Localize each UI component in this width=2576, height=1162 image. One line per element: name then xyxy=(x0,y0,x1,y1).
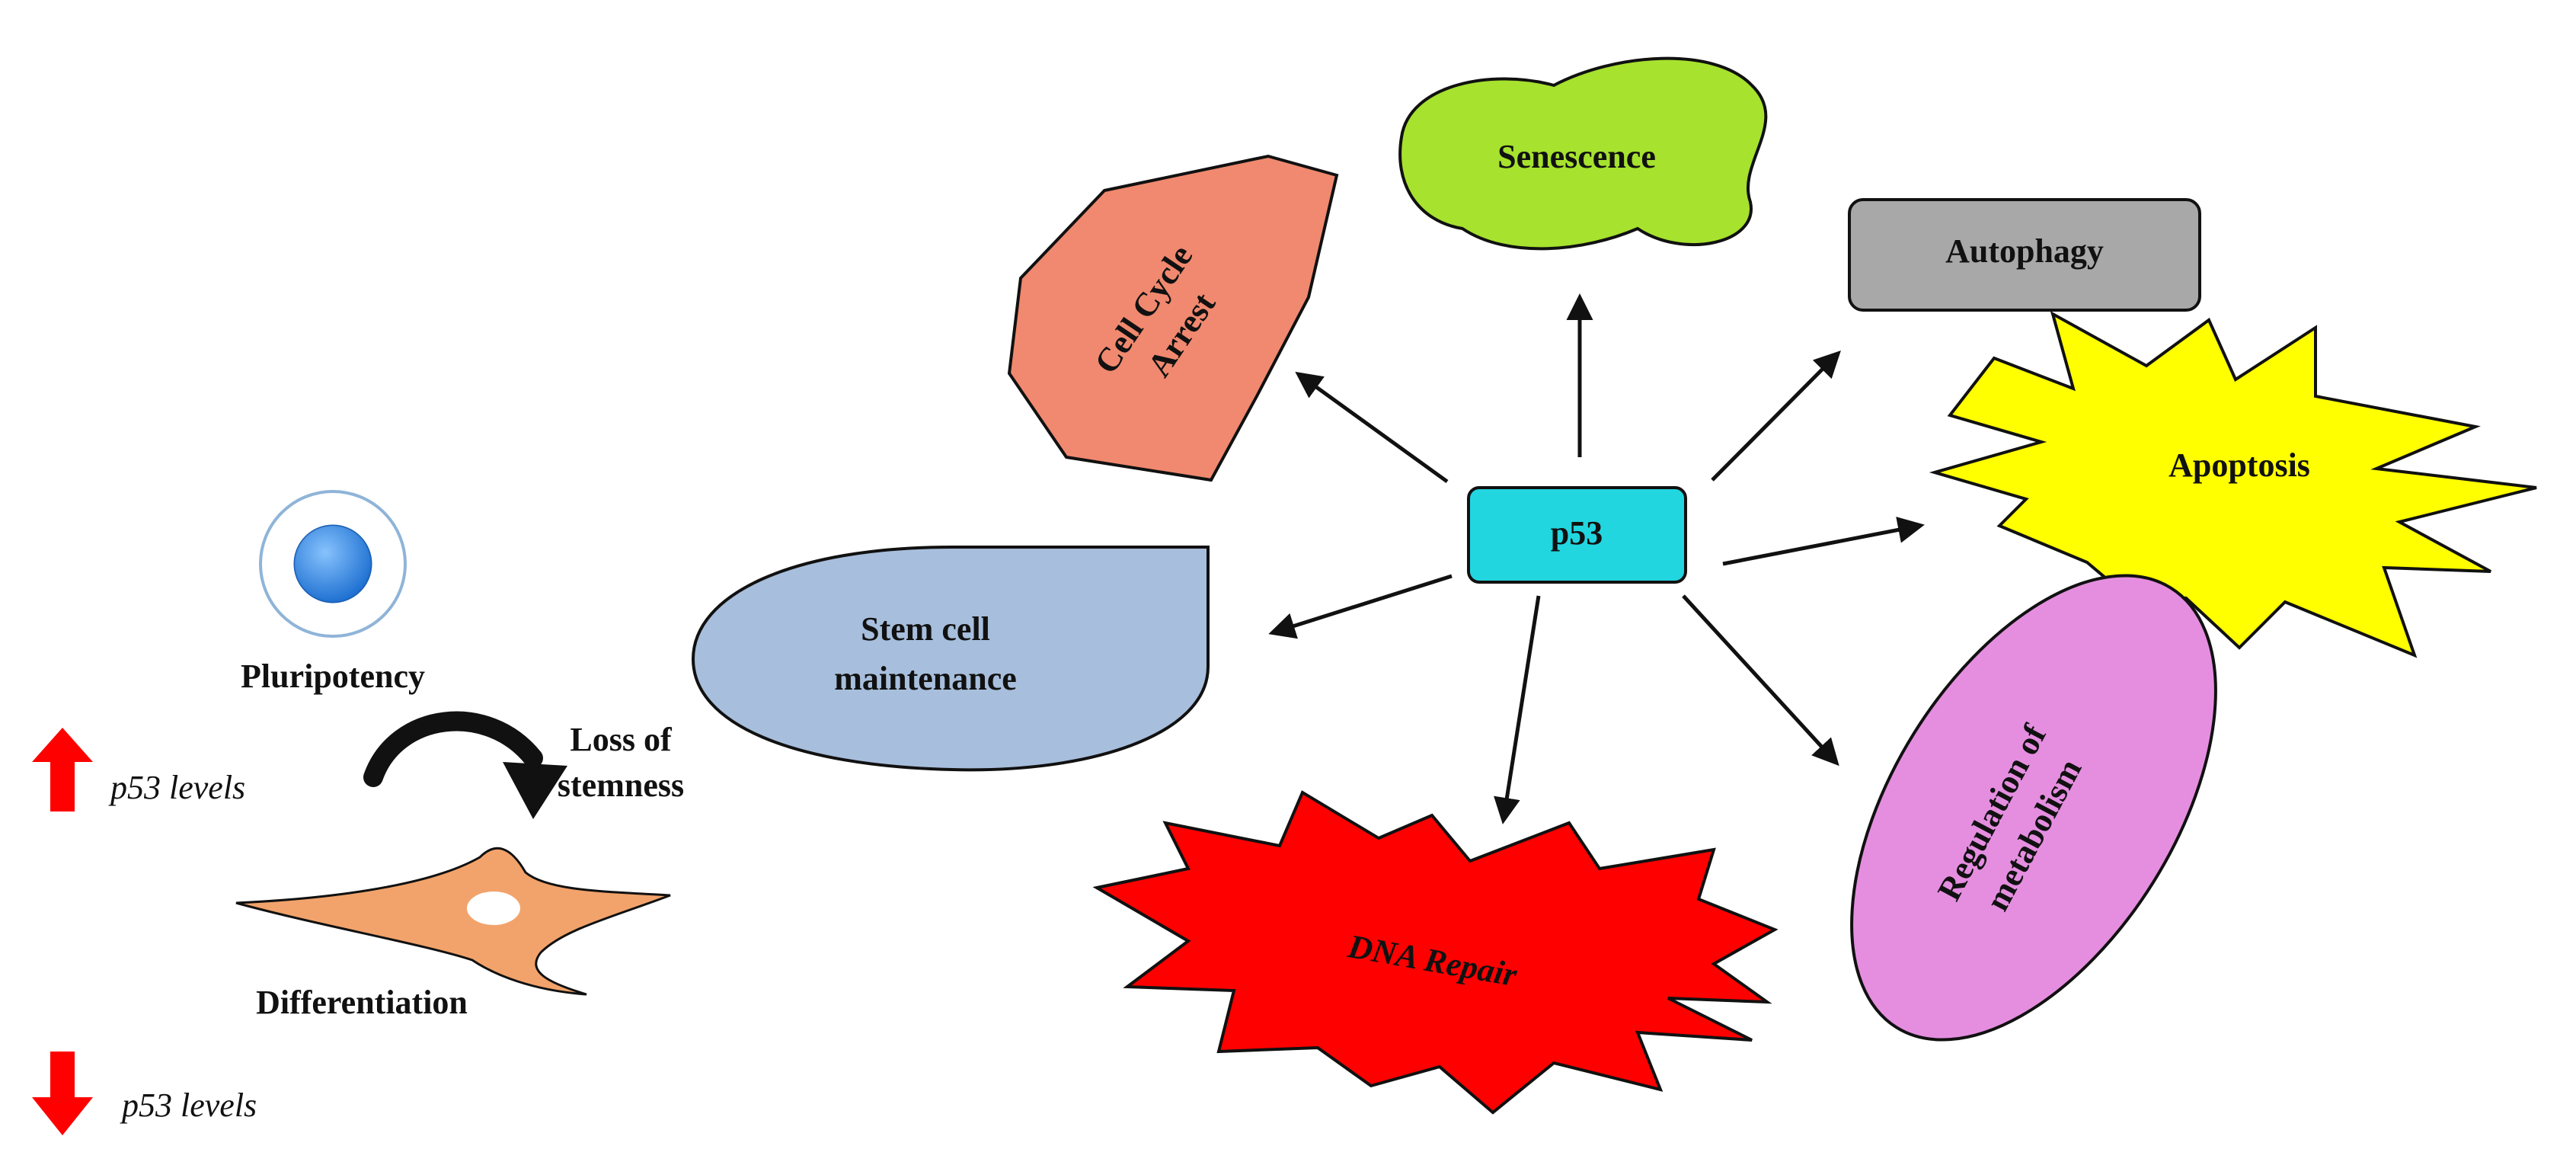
senescence-label: Senescence xyxy=(1497,138,1656,175)
senescence-shape xyxy=(1398,56,1768,251)
autophagy-shape xyxy=(1848,198,2201,312)
dna-repair-shape xyxy=(1092,790,1779,1115)
apoptosis-label: Apoptosis xyxy=(2169,447,2310,484)
stem-cell-maintenance-label-line2: maintenance xyxy=(834,660,1017,697)
pluripotency-label: Pluripotency xyxy=(241,658,425,695)
loss-of-stemness-line1: Loss of xyxy=(570,721,673,758)
p53-levels-up-label: p53 levels xyxy=(108,769,245,806)
apoptosis-node: Apoptosis xyxy=(1929,310,2537,658)
stem-cell-maintenance-label-line1: Stem cell xyxy=(861,610,990,648)
p53-label: p53 xyxy=(1551,514,1603,552)
arrow-to-regulation-of-metabolism xyxy=(1682,594,1839,767)
stem-cell-icon xyxy=(259,490,407,638)
stem-cell-maintenance-shape xyxy=(691,546,1210,772)
p53-arrows xyxy=(1268,293,1925,824)
p53-node: p53 xyxy=(1467,486,1687,584)
arrow-to-autophagy xyxy=(1711,351,1841,482)
differentiated-cell-icon xyxy=(235,847,671,996)
arrow-to-stem-cell-maintenance xyxy=(1268,574,1453,639)
arrow-to-dna-repair xyxy=(1494,595,1541,824)
arrow-to-apoptosis xyxy=(1722,517,1925,566)
regulation-of-metabolism-shape xyxy=(1850,574,2217,1042)
p53-box xyxy=(1467,486,1687,584)
differentiation-label: Differentiation xyxy=(256,984,468,1021)
cell-cycle-arrest-shape xyxy=(1007,154,1339,482)
p53-levels-down-label: p53 levels xyxy=(120,1087,257,1124)
red-down-arrow-icon xyxy=(32,1052,93,1135)
autophagy-label: Autophagy xyxy=(1945,232,2104,270)
dna-repair-node: DNA Repair xyxy=(1092,790,1779,1115)
regulation-of-metabolism-node: Regulation of metabolism xyxy=(1850,574,2217,1042)
autophagy-node: Autophagy xyxy=(1848,198,2201,312)
curved-arrow-icon xyxy=(363,711,567,819)
senescence-node: Senescence xyxy=(1398,56,1768,251)
left-panel: Pluripotency p53 levels Loss of stemness… xyxy=(32,490,684,1135)
stem-cell-maintenance-node: Stem cell maintenance xyxy=(691,546,1210,772)
cell-cycle-arrest-node: Cell Cycle Arrest xyxy=(1007,154,1339,482)
loss-of-stemness-line2: stemness xyxy=(558,767,684,804)
apoptosis-shape xyxy=(1929,310,2537,658)
red-up-arrow-icon xyxy=(32,728,93,811)
arrow-to-cell-cycle-arrest xyxy=(1295,371,1449,484)
